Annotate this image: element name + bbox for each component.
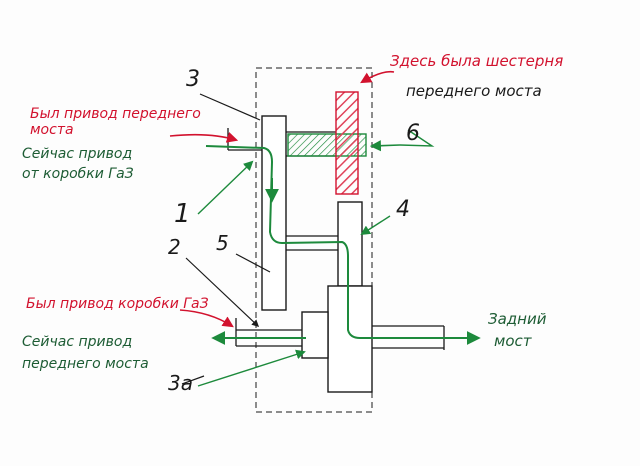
leader-6-tail [399, 129, 435, 147]
number-4: 4 [396, 197, 410, 222]
number-3a: 3а [168, 371, 193, 395]
number-1: 1 [174, 199, 191, 229]
leader-red-top [169, 132, 239, 143]
gear-3-5-block [261, 115, 287, 311]
label-green-top-line1: Сейчас привод [22, 146, 132, 162]
label-rear-axle-line2: мост [494, 332, 533, 350]
leader-3a-tail [181, 375, 205, 385]
label-removed-gear-line2: переднего моста [406, 82, 542, 100]
label-red-top-line2: моста [30, 122, 74, 138]
label-red-bottom: Был привод коробки ГаЗ [26, 296, 209, 312]
number-2: 2 [168, 235, 181, 259]
gear-4-block [337, 201, 363, 287]
label-red-top-line1: Был привод переднего [30, 106, 201, 122]
leader-red-bottom [179, 309, 234, 328]
leader-3 [199, 93, 261, 121]
leader-5 [235, 253, 271, 273]
label-removed-gear-line1: Здесь была шестерня [390, 52, 563, 70]
leader-2 [185, 257, 260, 327]
label-green-bottom-line1: Сейчас привод [22, 334, 132, 350]
leader-3a [197, 349, 306, 387]
number-3: 3 [186, 67, 200, 92]
removed-front-axle-gear [335, 91, 359, 195]
leader-removed-gear [360, 70, 395, 84]
leader-1 [197, 160, 254, 215]
leader-4 [360, 215, 391, 236]
label-green-top-line2: от коробки ГаЗ [22, 166, 134, 182]
number-6: 6 [406, 121, 420, 146]
label-green-bottom-line2: переднего моста [22, 356, 149, 372]
leader-6 [369, 140, 401, 152]
power-flow-path [205, 145, 481, 345]
number-5: 5 [216, 231, 229, 255]
label-rear-axle-line1: Задний [488, 310, 547, 328]
gear-3a [301, 311, 329, 359]
